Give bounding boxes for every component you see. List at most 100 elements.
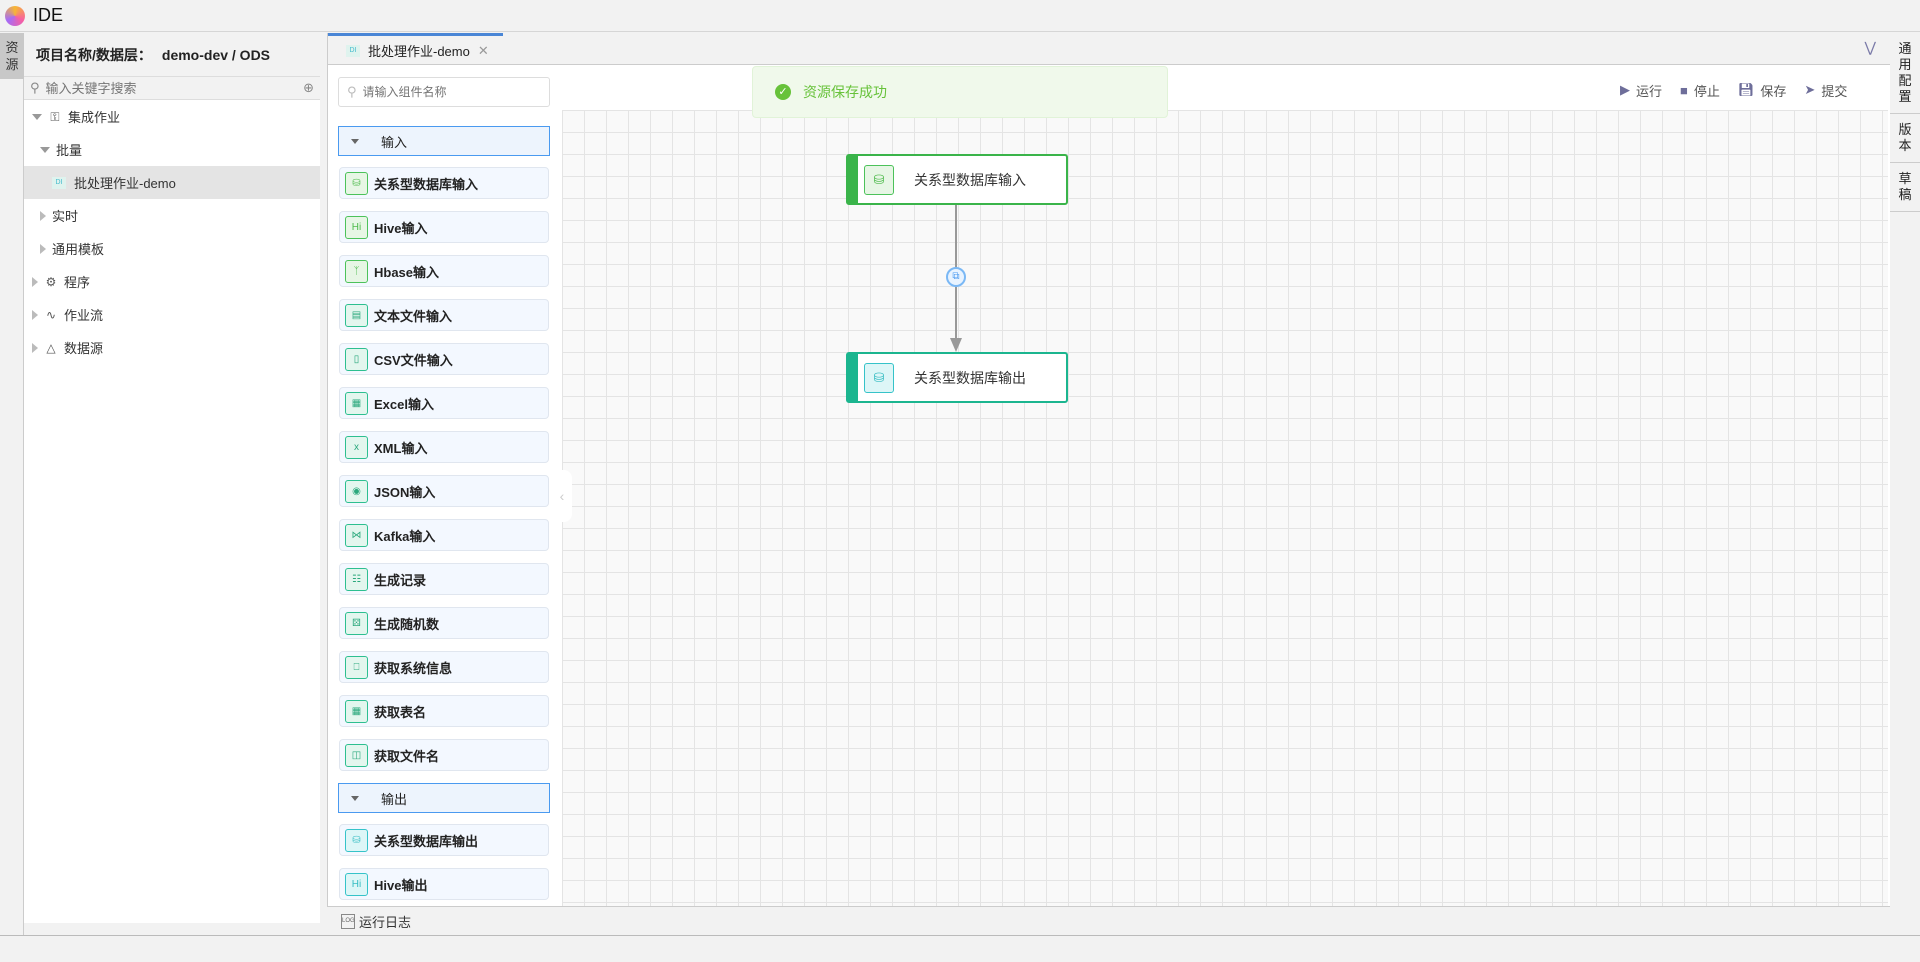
tree-item-integration[interactable]: ⚿ 集成作业 — [24, 100, 320, 133]
flow-canvas[interactable] — [562, 110, 1888, 906]
caret-down-icon — [351, 795, 359, 801]
tree-item-templates[interactable]: 通用模板 — [24, 232, 320, 265]
collapse-icon[interactable] — [32, 342, 38, 353]
palette-item[interactable]: ▤ 文本文件输入 — [339, 299, 549, 331]
tree-item-batch[interactable]: 批量 — [24, 133, 320, 166]
play-icon: ▶ — [1620, 82, 1630, 97]
palette-item[interactable]: ⎕获取系统信息 — [339, 651, 549, 683]
tree-item-label: 实时 — [52, 209, 79, 224]
expand-icon[interactable] — [40, 146, 50, 153]
palette-item-label: 生成记录 — [374, 572, 427, 588]
palette-item-label: JSON输入 — [374, 484, 436, 500]
kafka-icon: ⋈ — [345, 523, 368, 547]
hive-icon: Hi — [345, 215, 368, 239]
palette-item[interactable]: ⋈ Kafka输入 — [339, 519, 549, 551]
locate-icon[interactable]: ⊕ — [303, 80, 314, 95]
tab-label: 批处理作业-demo — [368, 44, 470, 59]
tree-item-label: 批处理作业-demo — [74, 176, 176, 191]
datasource-icon: △ — [46, 340, 56, 355]
general-config-tab[interactable]: 通用配置 — [1890, 33, 1920, 114]
tree-item-label: 作业流 — [64, 308, 104, 323]
tree-item-programs[interactable]: ⚙程序 — [24, 265, 320, 298]
component-search-input[interactable] — [362, 85, 541, 99]
draft-tab[interactable]: 草稿 — [1890, 163, 1920, 212]
node-db-output[interactable]: ⛁ 关系型数据库输出 — [846, 352, 1068, 403]
palette-item[interactable]: ⛁关系型数据库输入 — [339, 167, 549, 199]
copy-connector-icon[interactable]: ⧉ — [946, 267, 966, 287]
node-label: 关系型数据库输入 — [914, 171, 1026, 188]
gear-icon: ⚙ — [45, 274, 57, 289]
palette-collapse-handle[interactable]: ‹ — [552, 470, 572, 522]
collapse-icon[interactable] — [32, 309, 38, 320]
run-log-button[interactable]: 运行日志 — [359, 914, 412, 930]
palette-item[interactable]: ☷生成记录 — [339, 563, 549, 595]
palette-item[interactable]: ⛁关系型数据库输出 — [339, 824, 549, 856]
node-db-input[interactable]: ⛁ 关系型数据库输入 — [846, 154, 1068, 205]
palette-item[interactable]: ▦Excel输入 — [339, 387, 549, 419]
app-title: IDE — [33, 5, 64, 25]
excel-table-icon: ▦ — [345, 391, 368, 415]
resources-tab[interactable]: 资源 — [0, 33, 24, 79]
submit-button[interactable]: ➤提交 — [1804, 81, 1847, 100]
di-badge-icon: DI — [346, 44, 360, 57]
system-info-icon: ⎕ — [345, 655, 368, 679]
log-bar[interactable]: LOG 运行日志 — [327, 906, 1890, 935]
tree-item-datasource[interactable]: △ 数据源 — [24, 331, 320, 364]
expand-icon[interactable] — [32, 113, 42, 120]
tree-item-label: 通用模板 — [52, 242, 105, 257]
palette-item-label: 关系型数据库输出 — [374, 833, 479, 849]
chevron-left-icon[interactable]: ‹ — [559, 488, 565, 504]
tree-item-workflow[interactable]: ∿作业流 — [24, 298, 320, 331]
database-output-icon: ⛁ — [864, 362, 894, 393]
success-toast: ✓ 资源保存成功 — [752, 66, 1168, 118]
file-name-icon: ◫ — [345, 743, 368, 767]
group-output[interactable]: 输出 — [338, 783, 550, 813]
palette-item-label: 文本文件输入 — [374, 308, 453, 324]
palette-item[interactable]: ⚄生成随机数 — [339, 607, 549, 639]
tree-search: ⚲ ⊕ — [24, 76, 320, 100]
palette-item[interactable]: ▦获取表名 — [339, 695, 549, 727]
tree-item-realtime[interactable]: 实时 — [24, 199, 320, 232]
palette-item-label: CSV文件输入 — [374, 352, 453, 368]
group-input[interactable]: 输入 — [338, 126, 550, 156]
palette-item-label: 生成随机数 — [374, 616, 440, 632]
csv-file-icon: ▯ — [345, 347, 368, 371]
collapse-icon[interactable] — [40, 243, 46, 254]
integration-icon: ⚿ — [50, 109, 60, 124]
text-file-icon: ▤ — [345, 303, 368, 327]
run-button[interactable]: ▶运行 — [1620, 81, 1662, 100]
palette-item-label: Kafka输入 — [374, 528, 436, 544]
palette-item-label: XML输入 — [374, 440, 428, 456]
collapse-icon[interactable] — [32, 276, 38, 287]
collapse-icon[interactable] — [40, 210, 46, 221]
version-tab[interactable]: 版本 — [1890, 114, 1920, 163]
close-icon[interactable]: ✕ — [477, 42, 489, 58]
tree-item-label: 批量 — [56, 143, 83, 158]
search-icon: ⚲ — [30, 80, 40, 95]
stop-button[interactable]: ■停止 — [1680, 81, 1720, 100]
save-button[interactable]: 💾︎保存 — [1738, 81, 1787, 100]
palette-item[interactable]: ◉JSON输入 — [339, 475, 549, 507]
palette-item[interactable]: Hi Hive输入 — [339, 211, 549, 243]
tab-batch-job-demo[interactable]: DI 批处理作业-demo ✕ — [328, 33, 503, 65]
palette-item[interactable]: ◫获取文件名 — [339, 739, 549, 771]
palette-item-label: 关系型数据库输入 — [374, 176, 479, 192]
chevron-double-down-icon[interactable]: ⋁ — [1864, 39, 1876, 55]
palette-item-label: Hive输入 — [374, 220, 428, 236]
palette-item[interactable]: ▯ CSV文件输入 — [339, 343, 549, 375]
save-label: 保存 — [1760, 83, 1787, 99]
hbase-icon: ᛉ — [345, 259, 368, 283]
search-icon: ⚲ — [347, 84, 357, 99]
tree-search-input[interactable] — [45, 80, 304, 96]
tree-item-label: 数据源 — [64, 341, 104, 356]
check-circle-icon: ✓ — [775, 84, 791, 100]
tree-item-label: 集成作业 — [68, 110, 121, 125]
stop-icon: ■ — [1680, 82, 1688, 98]
project-label: 项目名称/数据层： — [36, 46, 152, 63]
caret-down-icon — [351, 138, 359, 144]
